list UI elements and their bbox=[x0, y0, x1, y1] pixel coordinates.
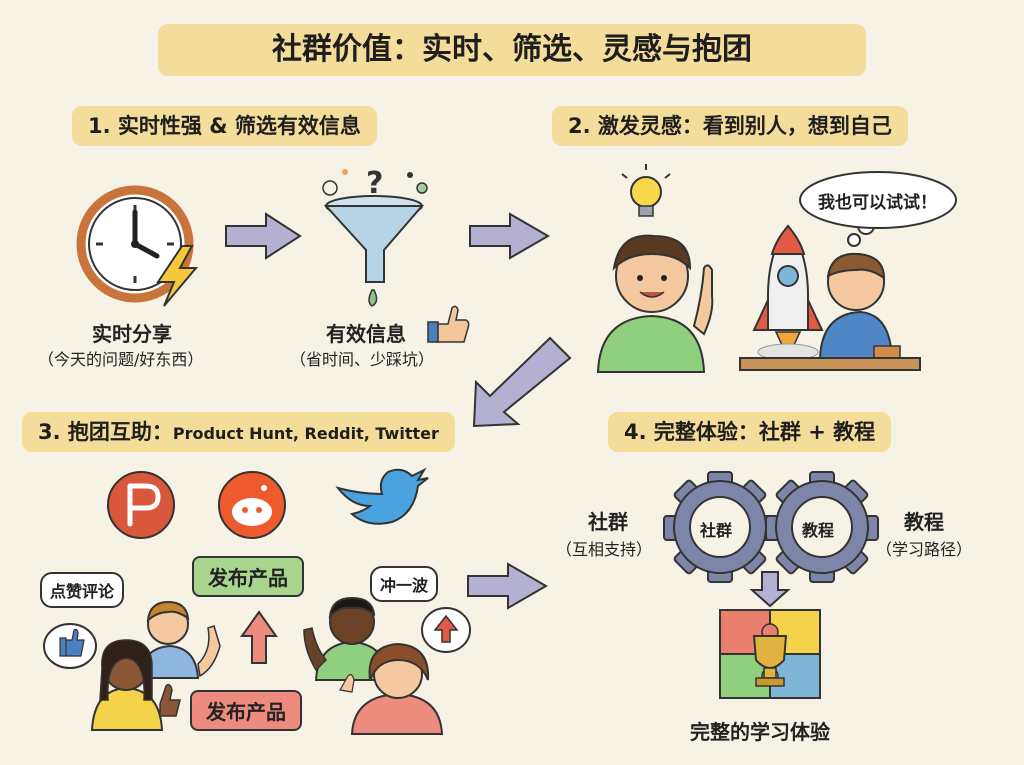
thumbs-up-icon bbox=[427, 305, 470, 343]
clock-label: 实时分享 bbox=[92, 322, 172, 346]
section1-heading: 1. 实时性强 & 筛选有效信息 bbox=[72, 106, 377, 146]
puzzle-trophy-icon bbox=[719, 609, 821, 699]
gear-community-icon bbox=[663, 471, 777, 583]
section4-heading: 4. 完整体验：社群 + 教程 bbox=[608, 412, 892, 452]
lightbulb-icon bbox=[621, 164, 671, 217]
arrow-right-icon bbox=[225, 212, 302, 260]
upvote-bubble-icon bbox=[433, 614, 459, 643]
clock-icon bbox=[76, 185, 199, 307]
section3-heading-main: 3. 抱团互助： bbox=[38, 420, 173, 444]
bubble-like-comment: 点赞评论 bbox=[40, 572, 125, 608]
arrow-right-icon-3 bbox=[467, 562, 548, 610]
tutorial-label: 教程 bbox=[904, 510, 944, 534]
launch-product-tag-top: 发布产品 bbox=[192, 556, 304, 597]
page-title: 社群价值：实时、筛选、灵感与抱团 bbox=[158, 24, 866, 76]
arrow-right-icon-2 bbox=[469, 212, 550, 260]
twitter-icon bbox=[335, 467, 429, 525]
bubble-go: 冲一波 bbox=[370, 566, 439, 602]
arrow-up-icon-red bbox=[240, 610, 278, 664]
community-label: 社群 bbox=[588, 510, 628, 534]
thought-bubble-text: 我也可以试试！ bbox=[818, 193, 937, 213]
tutorial-sublabel: （学习路径） bbox=[876, 540, 973, 559]
section3-heading-platforms: Product Hunt, Reddit, Twitter bbox=[172, 424, 439, 443]
person-builder-icon bbox=[818, 252, 901, 361]
section2-heading: 2. 激发灵感：看到别人，想到自己 bbox=[552, 106, 908, 146]
people-right-group bbox=[303, 596, 444, 735]
like-bubble-icon bbox=[59, 628, 85, 657]
arrow-down-icon bbox=[749, 571, 791, 608]
funnel-sublabel: （省时间、少踩坑） bbox=[290, 350, 435, 369]
funnel-icon: ? bbox=[322, 166, 428, 307]
svg-text:?: ? bbox=[366, 166, 383, 201]
funnel-label: 有效信息 bbox=[326, 322, 406, 346]
gear-tutorial-label: 教程 bbox=[802, 521, 835, 540]
arrow-down-left-icon bbox=[472, 336, 572, 428]
person-boy-icon bbox=[596, 234, 714, 373]
community-sublabel: （互相支持） bbox=[556, 540, 653, 559]
rocket-icon bbox=[752, 224, 824, 361]
producthunt-icon bbox=[107, 471, 175, 539]
gear-tutorial-icon bbox=[765, 471, 879, 583]
section3-heading: 3. 抱团互助：Product Hunt, Reddit, Twitter bbox=[22, 412, 455, 452]
desk-shelf bbox=[739, 357, 921, 371]
clock-sublabel: （今天的问题/好东西） bbox=[38, 350, 204, 369]
thought-cloud bbox=[799, 171, 957, 229]
result-label: 完整的学习体验 bbox=[690, 720, 830, 744]
reddit-icon bbox=[218, 471, 286, 539]
people-left-group bbox=[90, 600, 221, 731]
gear-community-label: 社群 bbox=[700, 521, 733, 540]
launch-product-tag-bottom: 发布产品 bbox=[190, 690, 302, 731]
